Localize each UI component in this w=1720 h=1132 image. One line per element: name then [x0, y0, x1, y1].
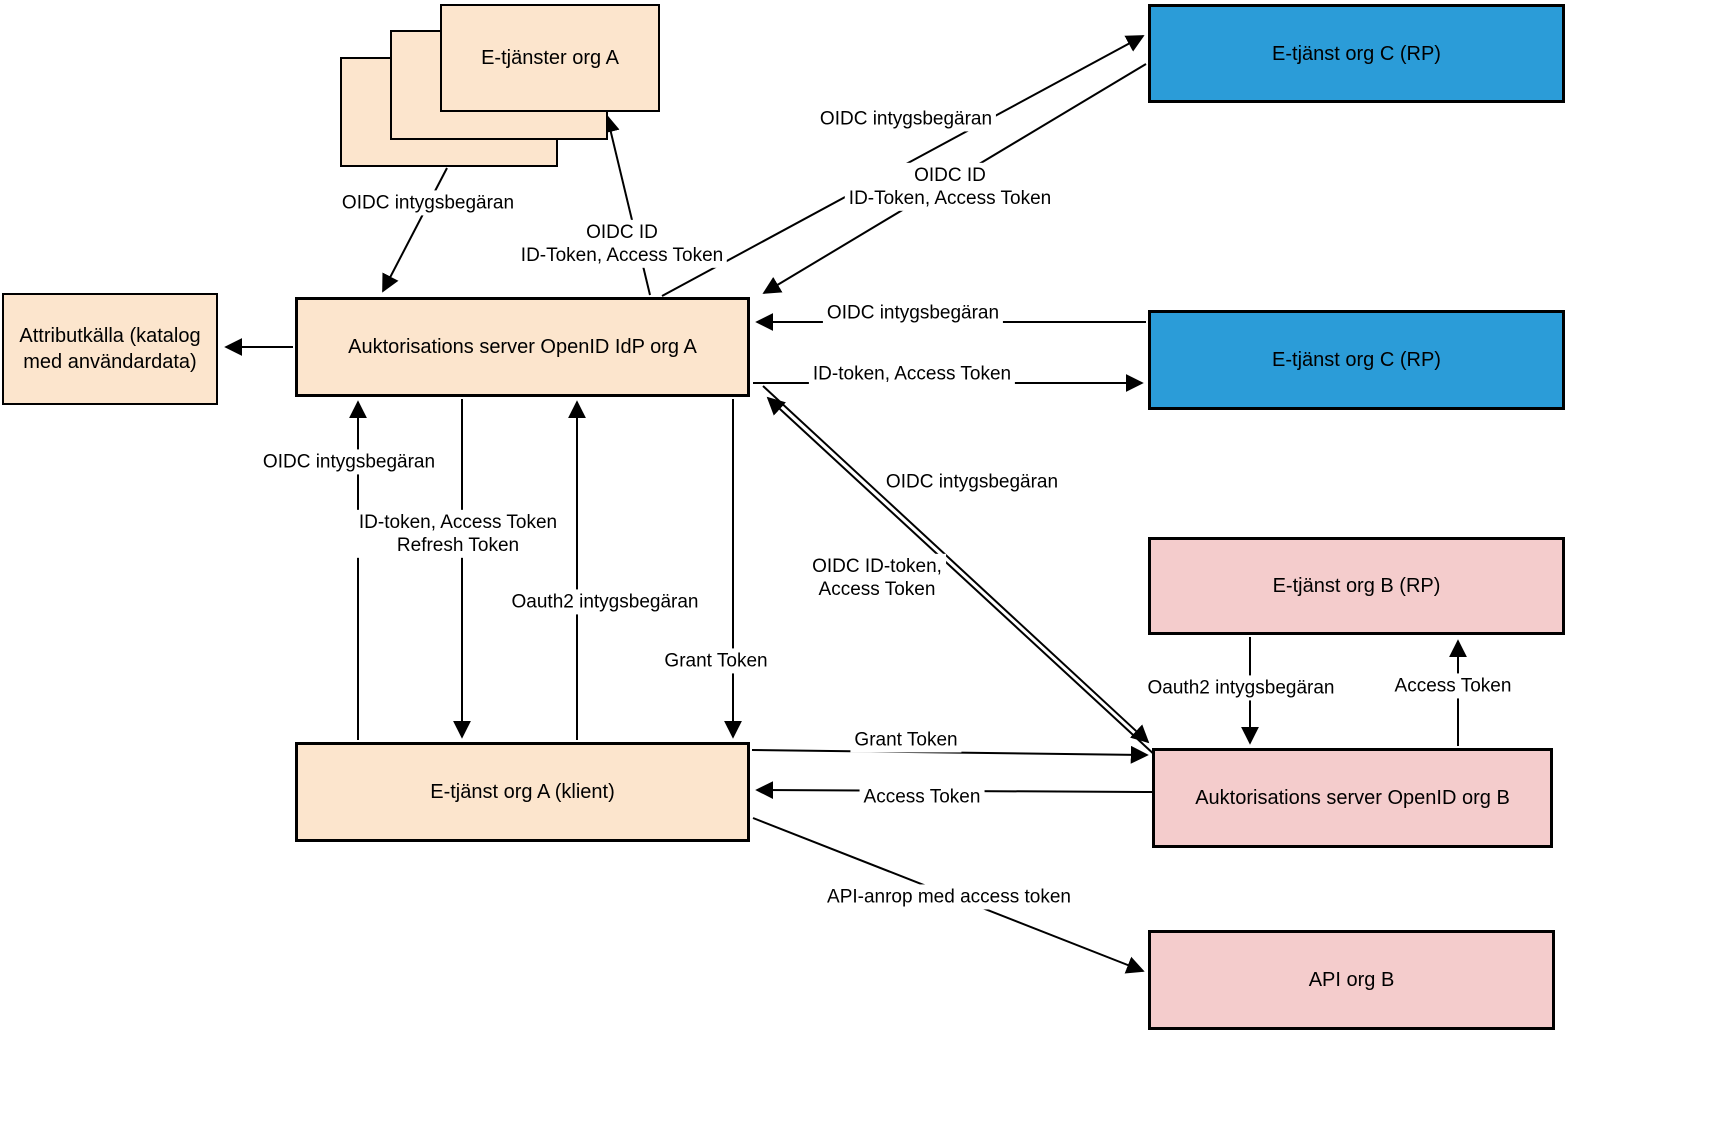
edge-label-klient-to-idp-oauth: Oauth2 intygsbegäran — [507, 589, 703, 615]
node-attributkalla: Attributkälla (katalog med användardata) — [2, 293, 218, 405]
edge-label-idp-to-stack: OIDC ID ID-Token, Access Token — [516, 219, 728, 269]
edge-label-idp-to-c-mid: ID-token, Access Token — [808, 361, 1016, 387]
node-auth-server-idp-org-a: Auktorisations server OpenID IdP org A — [295, 297, 750, 397]
node-auth-server-idp-org-a-label: Auktorisations server OpenID IdP org A — [348, 336, 697, 358]
line-stack-to-idp — [382, 167, 448, 293]
node-etjanster-org-a: E-tjänster org A — [440, 4, 660, 112]
edge-label-klient-to-authb-grant: Grant Token — [850, 727, 962, 753]
edge-label-idp-to-klient-token: ID-token, Access Token Refresh Token — [354, 509, 562, 559]
node-etjanster-org-a-label: E-tjänster org A — [481, 47, 619, 69]
node-etjanst-org-a-klient: E-tjänst org A (klient) — [295, 742, 750, 842]
edge-label-klient-to-idp-oidc: OIDC intygsbegäran — [258, 449, 440, 475]
edge-label-idp-to-authb-req: OIDC intygsbegäran — [881, 469, 1063, 495]
node-etjanst-org-c-top-label: E-tjänst org C (RP) — [1272, 42, 1441, 65]
edge-label-c-top-to-idp: OIDC ID ID-Token, Access Token — [844, 162, 1056, 212]
node-etjanst-org-b-rp-label: E-tjänst org B (RP) — [1272, 575, 1441, 597]
node-etjanst-org-c-mid-label: E-tjänst org C (RP) — [1272, 349, 1441, 371]
node-auth-server-org-b-label: Auktorisations server OpenID org B — [1195, 787, 1510, 809]
edge-label-authb-to-idp-token: OIDC ID-token, Access Token — [808, 553, 946, 603]
edge-label-stack-to-idp: OIDC intygsbegäran — [337, 190, 519, 216]
node-api-org-b-label: API org B — [1308, 969, 1395, 991]
edge-label-idp-to-c-top: OIDC intygsbegäran — [815, 106, 997, 132]
edge-label-idp-to-klient-grant: Grant Token — [660, 648, 772, 674]
node-etjanst-org-c-top: E-tjänst org C (RP) — [1148, 4, 1565, 103]
edge-label-c-mid-to-idp: OIDC intygsbegäran — [822, 300, 1004, 326]
node-etjanst-org-b-rp: E-tjänst org B (RP) — [1148, 537, 1565, 635]
node-attributkalla-label: Attributkälla (katalog med användardata) — [19, 325, 201, 373]
node-etjanst-org-a-klient-label: E-tjänst org A (klient) — [430, 781, 615, 803]
line-idp-to-authb — [762, 385, 1150, 744]
node-auth-server-org-b: Auktorisations server OpenID org B — [1152, 748, 1553, 848]
node-api-org-b: API org B — [1148, 930, 1555, 1030]
edge-label-authb-to-klient-access: Access Token — [859, 784, 985, 810]
line-authb-to-idp — [766, 396, 1158, 758]
edge-label-authb-to-rpb: Access Token — [1390, 673, 1516, 699]
edge-label-klient-to-api: API-anrop med access token — [823, 884, 1075, 910]
node-etjanst-org-c-mid: E-tjänst org C (RP) — [1148, 310, 1565, 410]
edge-label-rpb-to-authb: Oauth2 intygsbegäran — [1143, 675, 1339, 701]
